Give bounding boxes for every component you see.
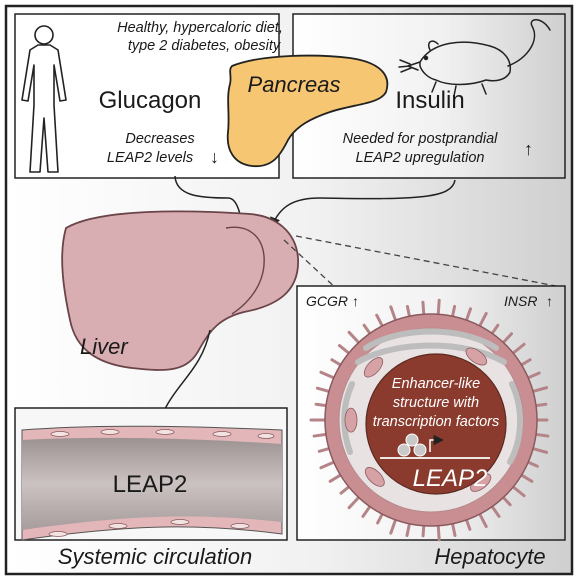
down-arrow-icon: ↓ bbox=[210, 147, 219, 167]
endoplasmic-reticulum bbox=[341, 328, 523, 465]
gene-leap2-label: LEAP2 bbox=[413, 465, 488, 492]
liver-shape bbox=[61, 210, 299, 371]
up-arrow-icon: ↑ bbox=[524, 139, 533, 159]
transcription-start-icon bbox=[429, 434, 445, 452]
condition-line-2: type 2 diabetes, obesity bbox=[128, 38, 281, 54]
hepatocyte-caption: Hepatocyte bbox=[434, 544, 545, 569]
mitochondria bbox=[344, 347, 492, 492]
condition-line-1: Healthy, hypercaloric diet, bbox=[117, 20, 283, 36]
systemic-circulation-caption: Systemic circulation bbox=[58, 544, 252, 569]
nucleus bbox=[365, 353, 507, 495]
hepatocyte-panel: Enhancer-like structure with transcripti… bbox=[296, 285, 566, 569]
insulin-arrow bbox=[270, 179, 456, 228]
nucleus-text-line-2: structure with bbox=[393, 395, 479, 411]
vessel-panel: LEAP2 Systemic circulation bbox=[14, 407, 288, 569]
vessel-leap2-label: LEAP2 bbox=[113, 471, 188, 498]
vessel-lumen bbox=[22, 437, 282, 530]
mouse-icon bbox=[398, 19, 551, 97]
nucleus-text-line-1: Enhancer-like bbox=[392, 376, 480, 392]
transcription-factor-icon bbox=[397, 433, 427, 457]
pancreas: Pancreas bbox=[226, 54, 389, 168]
glucagon-label: Glucagon bbox=[99, 87, 202, 114]
human-silhouette-icon bbox=[21, 25, 67, 173]
mitochondrion bbox=[363, 357, 384, 378]
liver-label: Liver bbox=[80, 334, 129, 359]
insulin-effect-line-1: Needed for postprandial bbox=[343, 131, 499, 147]
mitochondrion bbox=[465, 347, 488, 366]
liver: Liver bbox=[61, 210, 299, 371]
gcgr-label: GCGR bbox=[306, 293, 348, 309]
human-panel: Healthy, hypercaloric diet, type 2 diabe… bbox=[14, 13, 283, 179]
insulin-effect-line-2: LEAP2 upregulation bbox=[356, 150, 485, 166]
zoom-line-left bbox=[283, 239, 339, 291]
insr-up-arrow-icon: ↑ bbox=[546, 293, 553, 309]
glucagon-effect-line-2: LEAP2 levels bbox=[107, 150, 193, 166]
vessel-cells bbox=[48, 429, 275, 537]
zoom-line-right bbox=[295, 235, 557, 287]
mitochondrion bbox=[344, 407, 358, 433]
insr-label: INSR bbox=[504, 293, 537, 309]
liver-lobe-line bbox=[225, 226, 265, 315]
mitochondrion bbox=[364, 467, 385, 487]
glucagon-effect-line-1: Decreases bbox=[125, 131, 194, 147]
pancreas-label: Pancreas bbox=[248, 72, 341, 97]
nucleus-text-line-3: transcription factors bbox=[373, 414, 500, 430]
insulin-label: Insulin bbox=[395, 87, 464, 114]
pancreas-shape bbox=[226, 54, 389, 168]
gcgr-up-arrow-icon: ↑ bbox=[352, 293, 359, 309]
